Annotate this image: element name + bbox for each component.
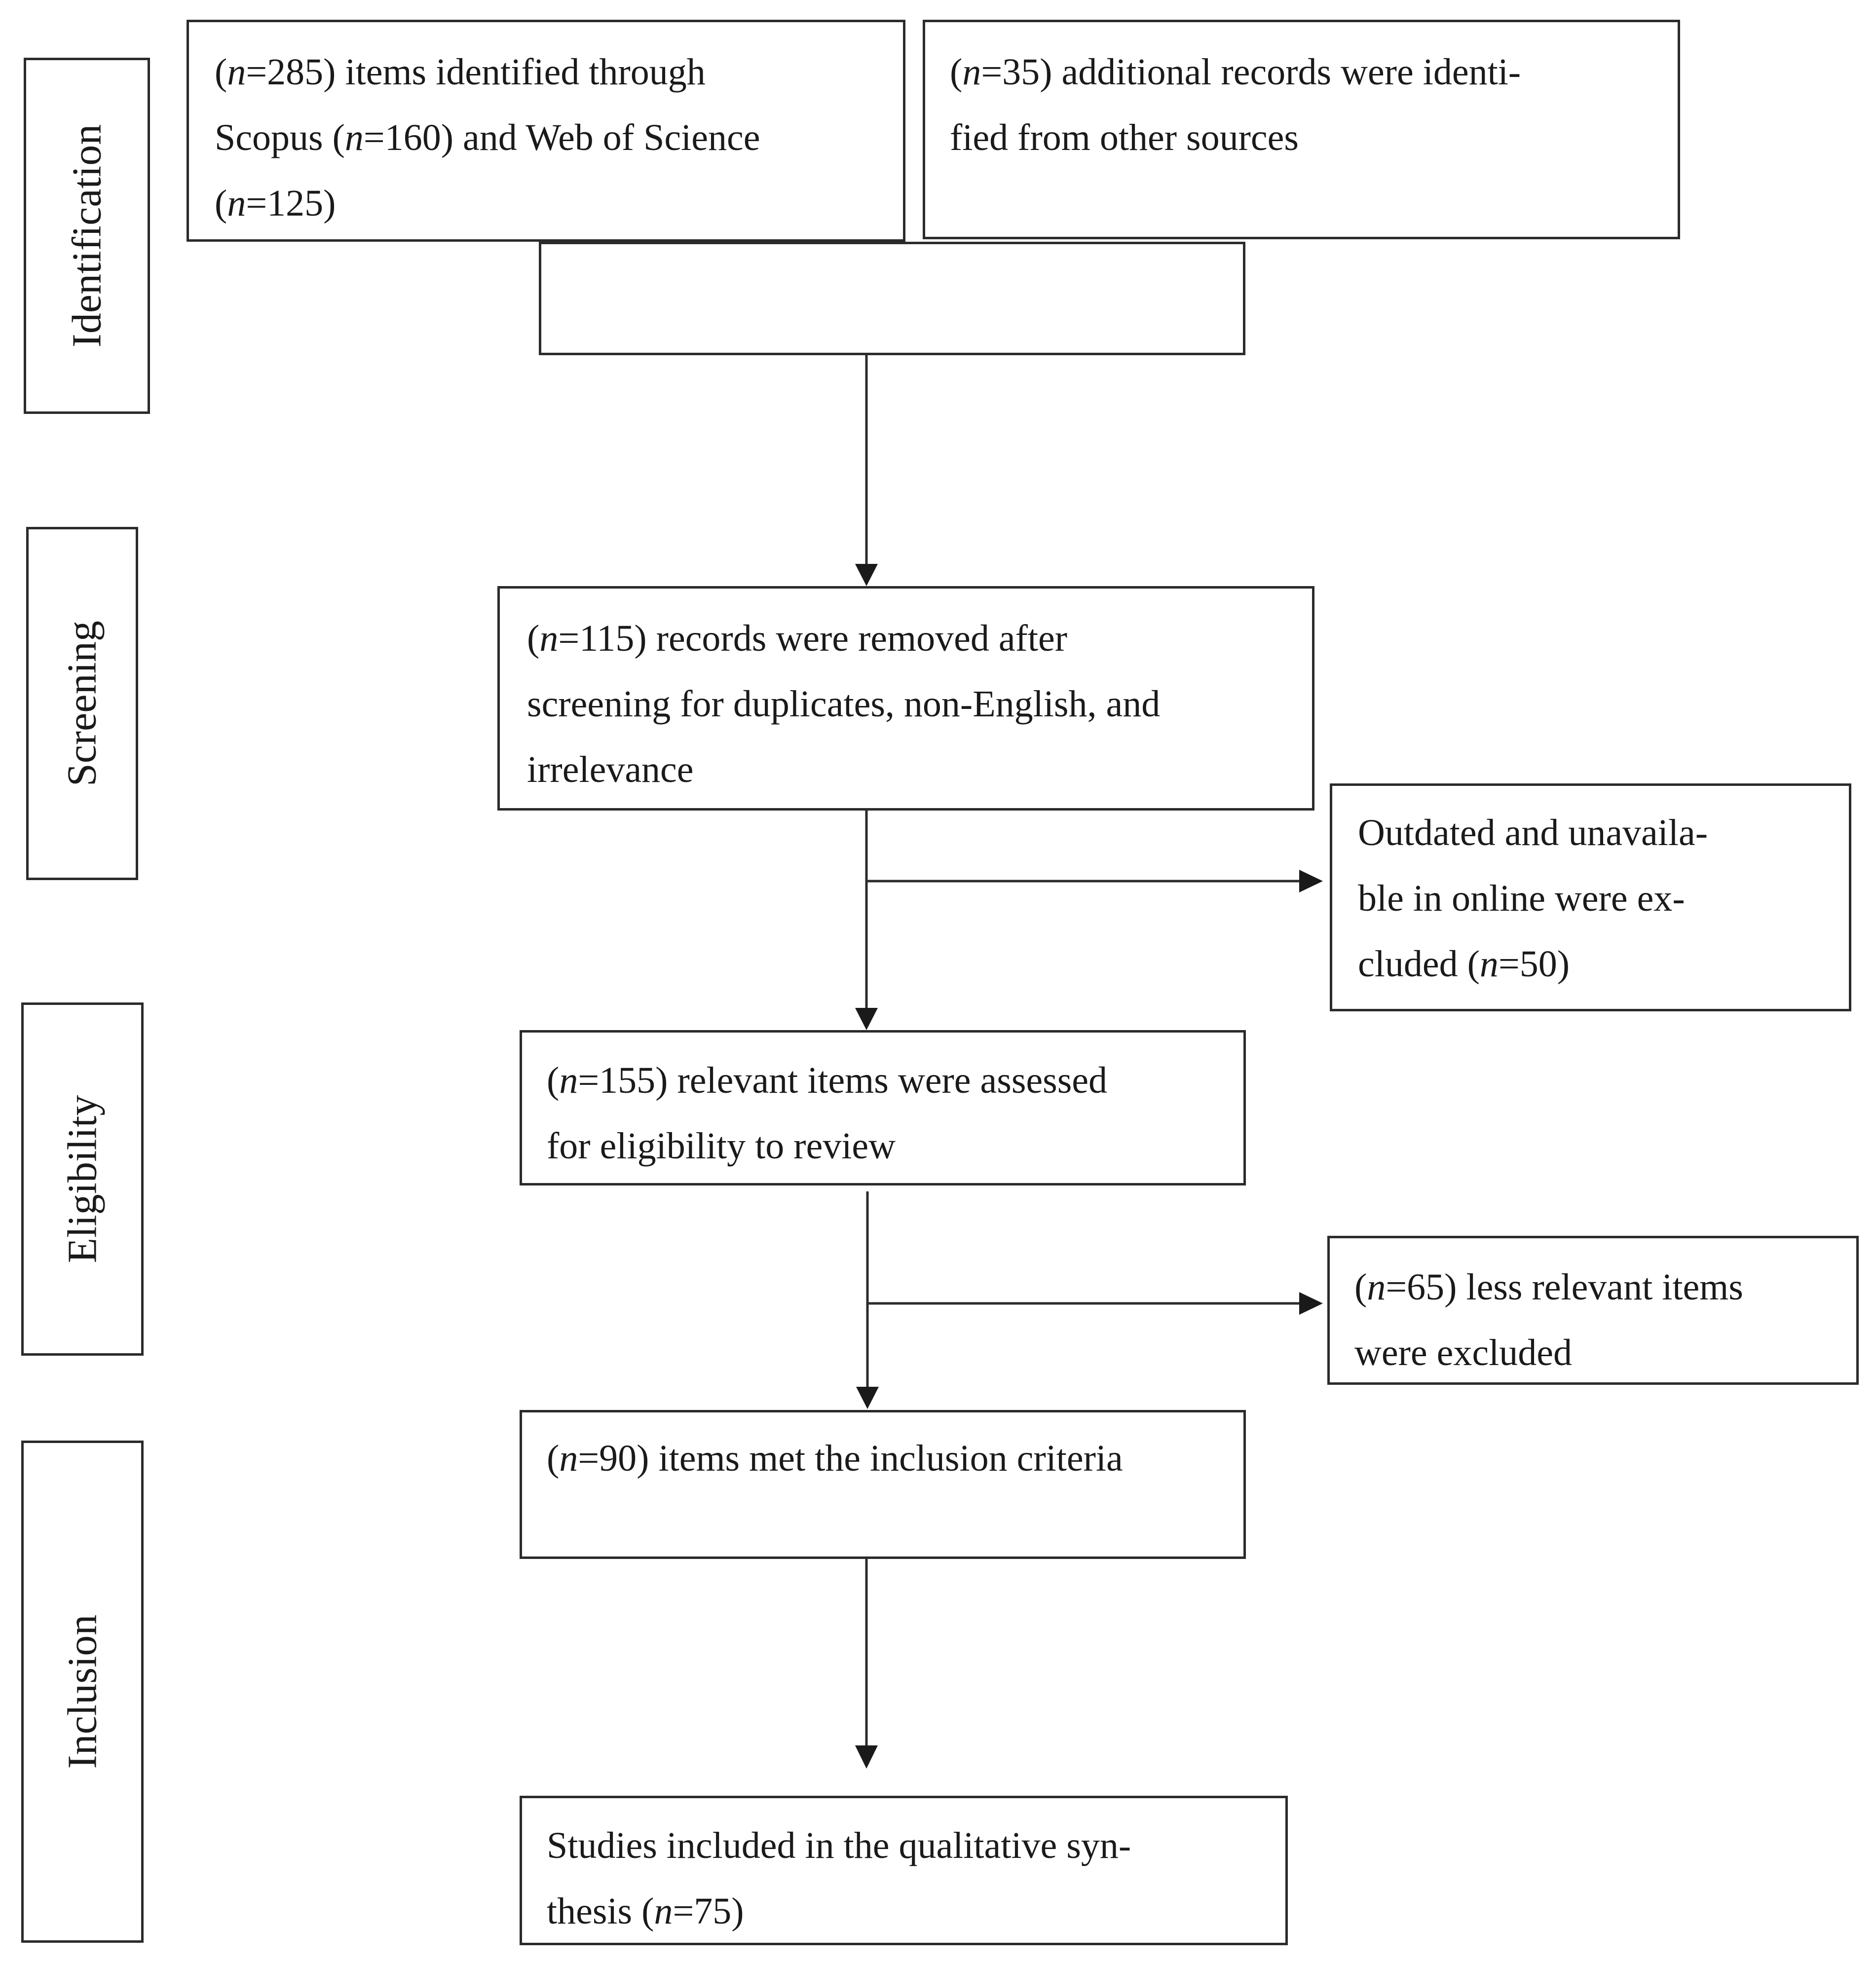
text-segment: thesis ( [547, 1890, 654, 1932]
text-segment: ( [527, 618, 540, 659]
arrowhead-down-1 [855, 564, 878, 586]
screening-box [497, 586, 1314, 811]
text-segment: =285) items identified through [246, 51, 706, 93]
variable-n: n [227, 183, 246, 224]
combined-records-box [539, 242, 1245, 355]
text-line: cluded (n=50) [1358, 931, 1708, 997]
other-sources-box [923, 20, 1680, 239]
text-segment: =155) relevant items were assessed [578, 1060, 1108, 1101]
text-segment: Scopus ( [215, 117, 345, 158]
text-segment: =160) and Web of Science [363, 117, 760, 158]
variable-n: n [344, 117, 364, 158]
text-segment: screening for duplicates, non-English, a… [527, 683, 1161, 725]
text-segment: Studies included in the qualitative syn- [547, 1825, 1131, 1866]
eligibility-text: (n=155) relevant items were assessed for … [547, 1048, 1107, 1179]
variable-n: n [1367, 1266, 1386, 1308]
arrowhead-right-2 [1299, 1292, 1323, 1315]
studies-included-box [520, 1796, 1288, 1945]
text-line: irrelevance [527, 737, 1160, 803]
arrowhead-right-1 [1299, 870, 1323, 892]
variable-n: n [559, 1060, 578, 1101]
text-segment: irrelevance [527, 749, 694, 790]
databases-box [187, 20, 905, 242]
text-line: (n=285) items identified through [215, 39, 760, 105]
text-segment: =115) records were removed after [558, 618, 1068, 659]
text-segment: ( [547, 1060, 560, 1101]
text-segment: cluded ( [1358, 943, 1480, 985]
text-line: ble in online were ex- [1358, 866, 1708, 931]
text-segment: ( [950, 51, 963, 93]
text-segment: ( [215, 51, 227, 93]
text-segment: =35) additional records were identi- [981, 51, 1521, 93]
text-line: thesis (n=75) [547, 1879, 1131, 1944]
variable-n: n [227, 51, 246, 93]
text-line: screening for duplicates, non-English, a… [527, 671, 1160, 737]
text-line: (n=125) [215, 171, 760, 236]
text-segment: =65) less relevant items [1386, 1266, 1743, 1308]
text-line: for eligibility to review [547, 1113, 1107, 1179]
excluded-outdated-text: Outdated and unavaila-ble in online were… [1358, 800, 1708, 997]
excluded-less-relevant-box [1327, 1236, 1859, 1385]
text-segment: =125) [246, 183, 336, 224]
text-line: Scopus (n=160) and Web of Science [215, 105, 760, 171]
excluded-less-relevant-text: (n=65) less relevant items were excluded [1354, 1255, 1743, 1386]
text-segment: fied from other sources [950, 117, 1299, 158]
screening-text: (n=115) records were removed after screen… [527, 606, 1160, 803]
studies-included-text: Studies included in the qualitative syn-… [547, 1813, 1131, 1944]
text-segment: Outdated and unavaila- [1358, 812, 1708, 853]
text-line: Studies included in the qualitative syn- [547, 1813, 1131, 1879]
text-segment: ( [215, 183, 227, 224]
text-segment: for eligibility to review [547, 1125, 896, 1167]
eligibility-box [520, 1030, 1246, 1185]
text-segment: =75) [673, 1890, 744, 1932]
text-segment: were excluded [1354, 1332, 1572, 1373]
text-line: (n=65) less relevant items [1354, 1255, 1743, 1320]
text-line: (n=35) additional records were identi- [950, 39, 1521, 105]
text-line: were excluded [1354, 1320, 1743, 1386]
text-segment: =90) items met the inclusion criteria [578, 1438, 1123, 1479]
variable-n: n [539, 618, 559, 659]
text-segment: =50) [1498, 943, 1570, 985]
variable-n: n [559, 1438, 578, 1479]
variable-n: n [654, 1890, 673, 1932]
variable-n: n [962, 51, 981, 93]
inclusion-criteria-box [520, 1410, 1246, 1559]
excluded-outdated-box [1330, 783, 1851, 1011]
text-line: Outdated and unavaila- [1358, 800, 1708, 866]
variable-n: n [1479, 943, 1499, 985]
other-sources-text: (n=35) additional records were identi-fi… [950, 39, 1521, 171]
arrowhead-down-2 [855, 1008, 878, 1030]
stage-screening-box [26, 527, 138, 880]
stage-inclusion-box [21, 1441, 144, 1943]
stage-identification-box [24, 58, 150, 414]
text-line: (n=90) items met the inclusion criteria [547, 1426, 1123, 1491]
arrowhead-down-3 [856, 1387, 879, 1409]
stage-eligibility-box [21, 1002, 144, 1356]
text-line: (n=115) records were removed after [527, 606, 1160, 671]
arrowhead-down-4 [855, 1745, 878, 1769]
inclusion-criteria-text: (n=90) items met the inclusion criteria [547, 1426, 1123, 1491]
text-line: (n=155) relevant items were assessed [547, 1048, 1107, 1113]
text-segment: ( [1354, 1266, 1367, 1308]
text-segment: ( [547, 1438, 560, 1479]
text-segment: ble in online were ex- [1358, 878, 1685, 919]
text-line: fied from other sources [950, 105, 1521, 171]
